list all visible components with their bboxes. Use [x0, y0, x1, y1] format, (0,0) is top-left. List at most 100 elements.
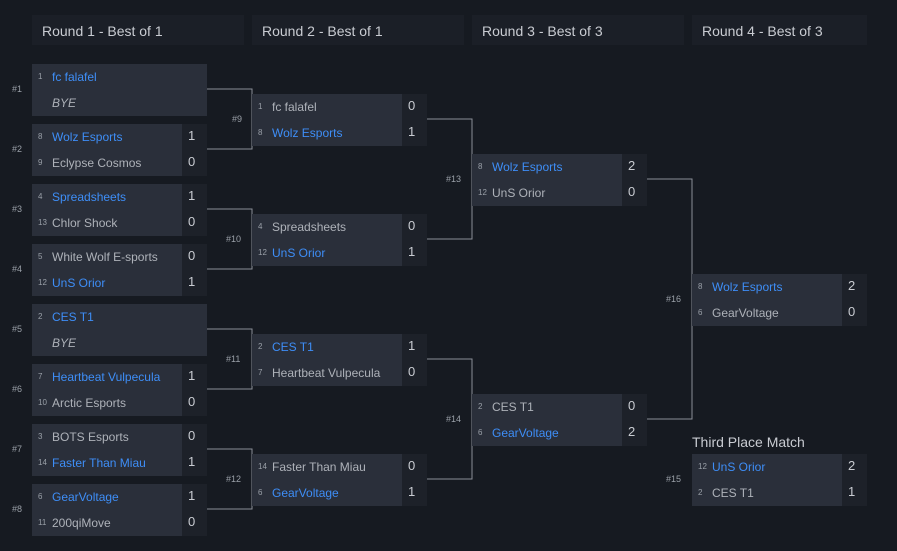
team-name[interactable]: Wolz Esports	[712, 280, 783, 294]
seed-number: 7	[38, 372, 43, 381]
seed-number: 2	[698, 488, 703, 497]
team-name[interactable]: Wolz Esports	[492, 160, 563, 174]
seed-number: 4	[258, 222, 263, 231]
team-name[interactable]: White Wolf E-sports	[52, 250, 158, 264]
team-name[interactable]: Faster Than Miau	[52, 456, 146, 470]
team-name[interactable]: Heartbeat Vulpecula	[52, 370, 161, 384]
team-name[interactable]: Wolz Esports	[52, 130, 123, 144]
team-name[interactable]: UnS Orior	[712, 460, 766, 474]
team-name[interactable]: GearVoltage	[712, 306, 779, 320]
team-name[interactable]: Eclypse Cosmos	[52, 156, 142, 170]
team-name[interactable]: Spreadsheets	[52, 190, 127, 204]
team-name[interactable]: fc falafel	[272, 100, 317, 114]
team-name[interactable]: CES T1	[272, 340, 314, 354]
match-slot[interactable]: 1 fc falafel	[32, 64, 207, 90]
score: 0	[402, 360, 427, 386]
team-name[interactable]: CES T1	[52, 310, 94, 324]
team-name[interactable]: Spreadsheets	[272, 220, 347, 234]
seed-number: 6	[698, 308, 703, 317]
team-name[interactable]: 200qiMove	[52, 516, 111, 530]
match-number: #5	[12, 324, 23, 334]
team-name[interactable]: Chlor Shock	[52, 216, 118, 230]
match-number: #4	[12, 264, 23, 274]
team-name[interactable]: CES T1	[492, 400, 534, 414]
team-name[interactable]: fc falafel	[52, 70, 97, 84]
team-name[interactable]: GearVoltage	[272, 486, 339, 500]
match-slot: BYE	[32, 330, 207, 356]
round-2-header: Round 2 - Best of 1	[252, 15, 464, 45]
team-name[interactable]: UnS Orior	[52, 276, 106, 290]
seed-number: 8	[38, 132, 43, 141]
score: 1	[182, 484, 207, 510]
score: 0	[182, 150, 207, 176]
team-name[interactable]: Wolz Esports	[272, 126, 343, 140]
match-number: #7	[12, 444, 23, 454]
seed-number: 8	[478, 162, 483, 171]
team-name[interactable]: Arctic Esports	[52, 396, 127, 410]
seed-number: 1	[38, 72, 43, 81]
team-name[interactable]: UnS Orior	[272, 246, 326, 260]
team-name[interactable]: CES T1	[712, 486, 754, 500]
seed-number: 12	[698, 462, 707, 471]
team-name[interactable]: GearVoltage	[492, 426, 559, 440]
team-name[interactable]: Faster Than Miau	[272, 460, 366, 474]
score: 1	[182, 270, 207, 296]
team-name[interactable]: UnS Orior	[492, 186, 546, 200]
match-number: #8	[12, 504, 23, 514]
seed-number: 3	[38, 432, 43, 441]
seed-number: 12	[478, 188, 487, 197]
seed-number: 10	[38, 398, 47, 407]
team-name[interactable]: GearVoltage	[52, 490, 119, 504]
score: 2	[622, 420, 647, 446]
score: 1	[402, 334, 427, 360]
seed-number: 11	[38, 518, 47, 527]
team-name[interactable]: Heartbeat Vulpecula	[272, 366, 381, 380]
team-name[interactable]: BOTS Esports	[52, 430, 129, 444]
